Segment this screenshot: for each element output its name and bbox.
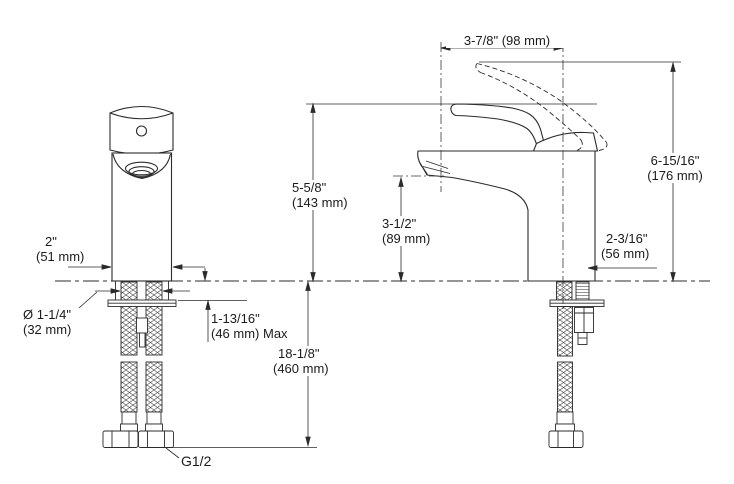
hex-nut-side bbox=[548, 430, 584, 448]
spout-body-side bbox=[417, 150, 596, 282]
dim-faucet-height: 5-5/8" (143 mm) bbox=[290, 180, 350, 210]
handle-base-cap bbox=[532, 131, 599, 152]
front-view-faucet bbox=[109, 106, 174, 282]
dim-spout-height: 3-1/2" (89 mm) bbox=[380, 216, 433, 246]
side-view-faucet bbox=[417, 63, 608, 282]
handle-raised-dashed bbox=[475, 63, 608, 151]
supply-hose-right bbox=[145, 281, 163, 356]
supply-hose-side bbox=[557, 306, 573, 357]
dim-deck-thickness: 1-13/16" (46 mm) Max bbox=[211, 311, 288, 341]
dim-overall-height: 6-15/16" (176 mm) bbox=[636, 153, 714, 183]
handle-side bbox=[450, 103, 545, 145]
dim-spout-reach: 3-7/8" (98 mm) bbox=[446, 33, 568, 48]
dim-back-clearance: 2-3/16" (56 mm) bbox=[601, 231, 650, 261]
side-view-hardware bbox=[548, 281, 605, 448]
dim-hole-diameter: Ø 1-1/4" (32 mm) bbox=[23, 307, 72, 337]
dim-base-width: 2" (51 mm) bbox=[36, 234, 85, 264]
mounting-bracket bbox=[136, 317, 148, 334]
hex-nut-left bbox=[102, 430, 139, 448]
supply-hose-left bbox=[120, 281, 138, 356]
dim-supply-length: 18-1/8" (460 mm) bbox=[271, 346, 331, 376]
handle-button-front bbox=[135, 125, 148, 137]
hex-nut-right bbox=[138, 430, 174, 448]
front-view-hardware bbox=[102, 281, 177, 448]
threaded-stud bbox=[575, 281, 590, 301]
dim-connection-thread: G1/2 bbox=[181, 453, 212, 469]
centerlines bbox=[393, 42, 564, 309]
aerator-front bbox=[124, 161, 159, 176]
